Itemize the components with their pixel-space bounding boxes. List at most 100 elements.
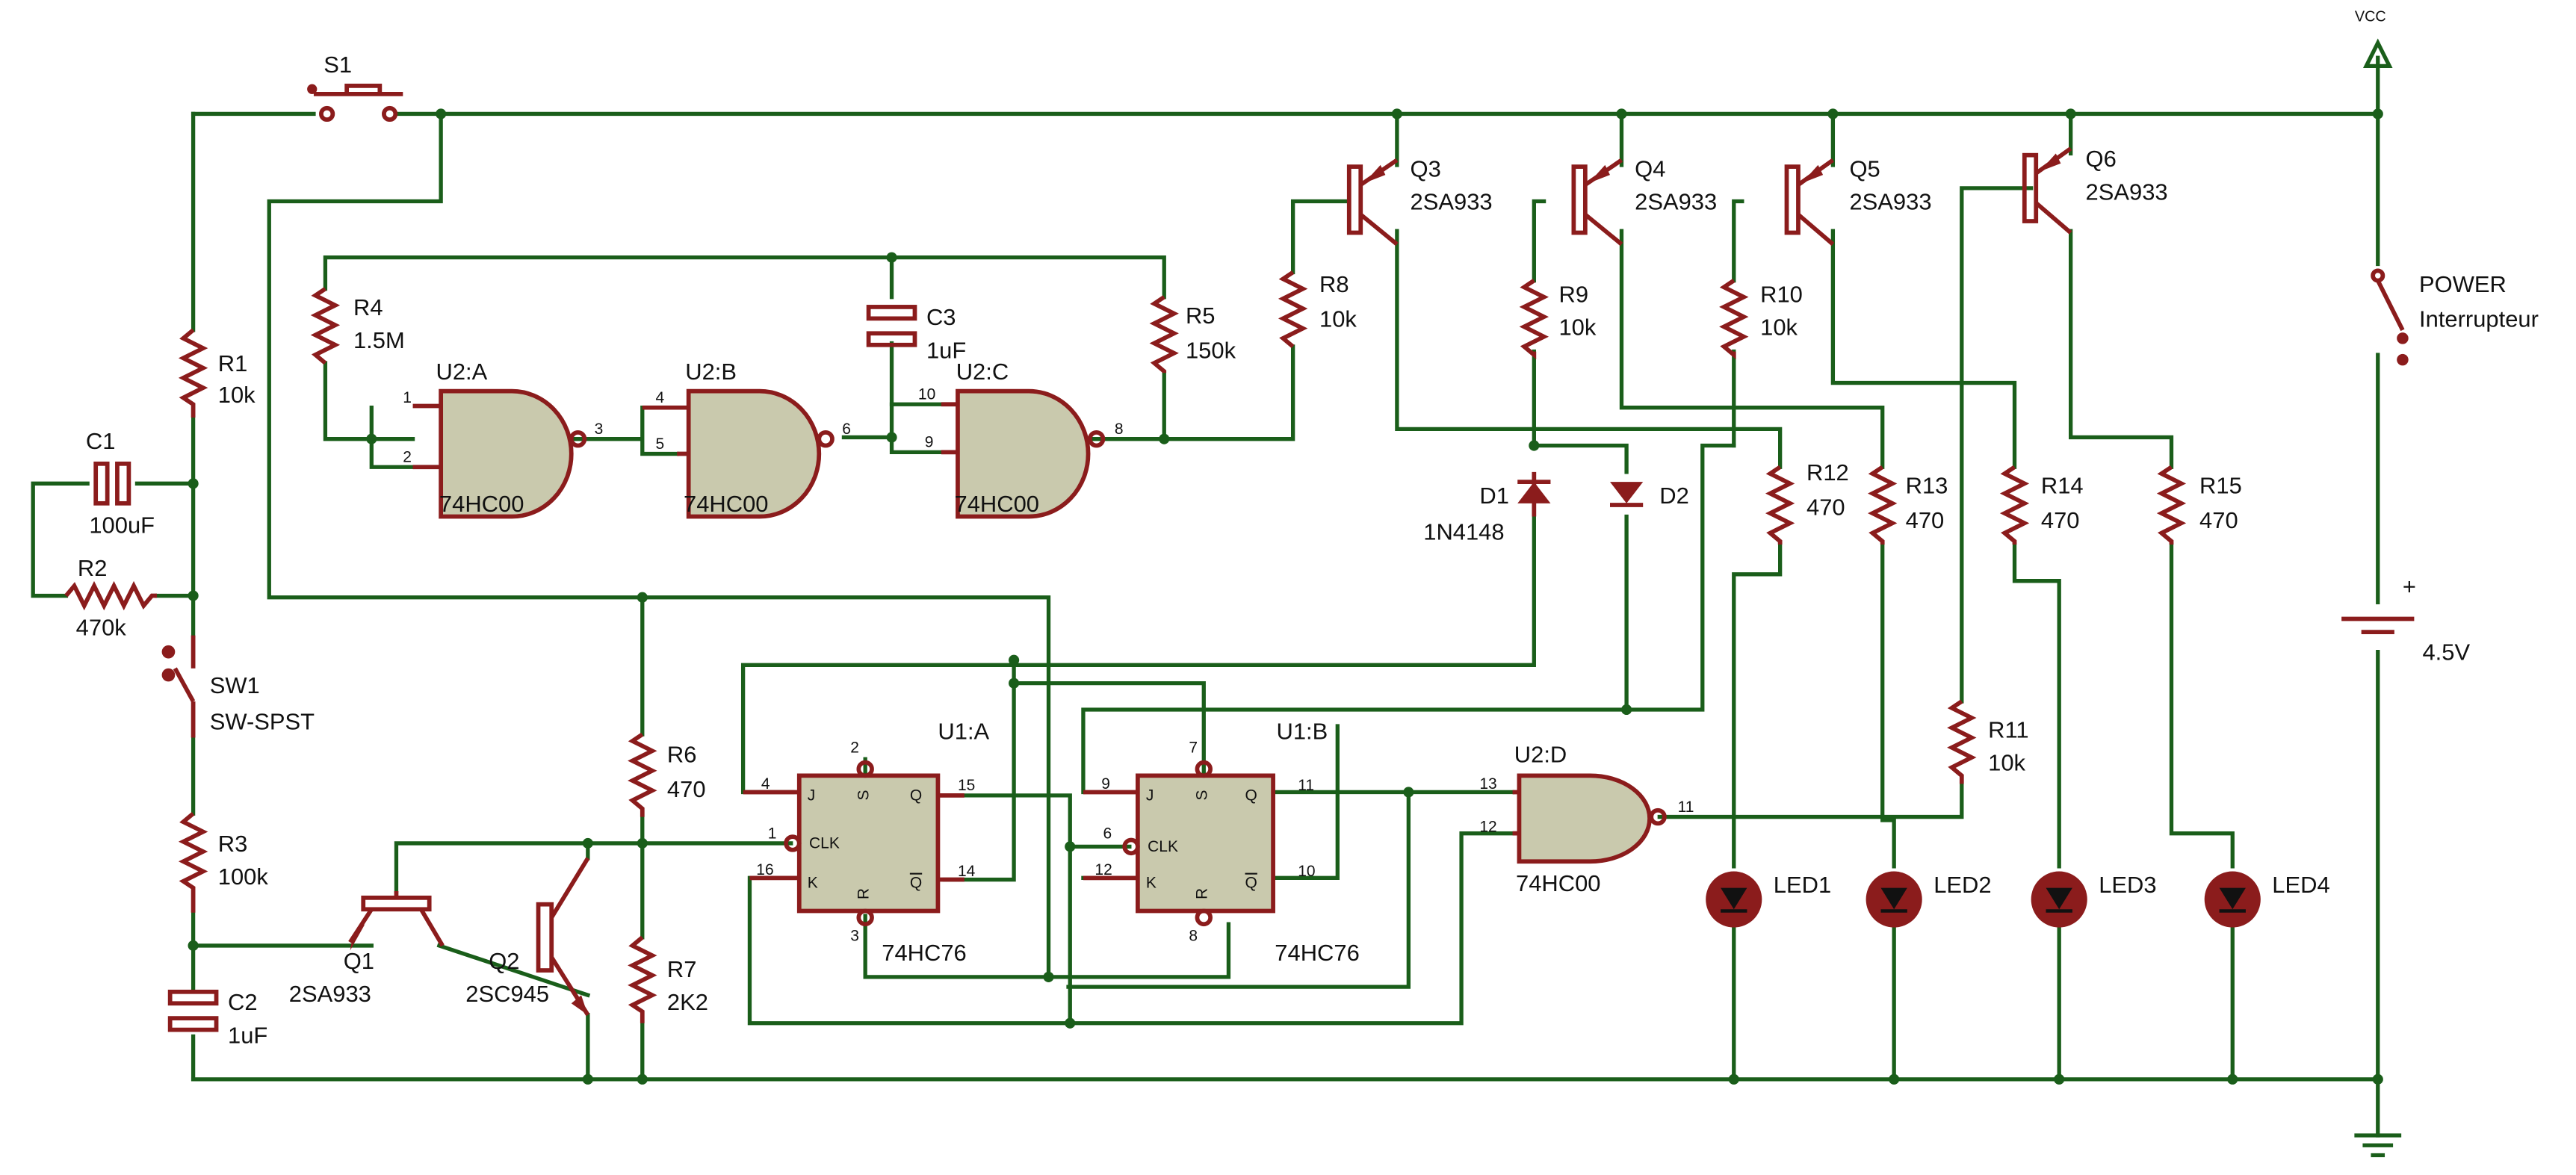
u2d-pin11: 11: [1678, 799, 1694, 816]
r14-ref: R14: [2041, 473, 2084, 499]
q6-ref: Q6: [2086, 146, 2117, 172]
q4-ref: Q4: [1635, 155, 1665, 182]
u2d-ref: U2:D: [1514, 742, 1567, 768]
u1b-s-label: S: [1194, 790, 1211, 800]
r7-ref: R7: [667, 956, 697, 982]
s1-label: S1: [323, 52, 352, 78]
c2-capacitor: C2 1uF: [167, 989, 267, 1048]
r12-ref: R12: [1806, 459, 1849, 486]
u2b-pin5: 5: [655, 435, 664, 453]
c2-ref: C2: [228, 989, 258, 1015]
battery: + 4.5V: [2341, 573, 2470, 666]
u2d-pin12: 12: [1479, 818, 1496, 835]
q1-value: 2SA933: [289, 981, 371, 1007]
c1-value: 100uF: [89, 512, 155, 539]
u2d-pin13: 13: [1479, 775, 1496, 793]
led1: LED1: [1706, 871, 1831, 928]
r8-resistor: R8 10k: [1278, 270, 1357, 349]
r6-ref: R6: [667, 742, 697, 768]
c1-capacitor: C1 100uF: [86, 428, 155, 539]
vcc-label: VCC: [2355, 9, 2386, 25]
q5-value: 2SA933: [1849, 189, 1931, 215]
r7-value: 2K2: [667, 989, 708, 1015]
u1a-pin-k: 16: [756, 861, 773, 878]
u1b-pin-k: 12: [1095, 861, 1112, 878]
u2c-pin9: 9: [925, 434, 934, 451]
r2-value: 470k: [76, 615, 127, 641]
u2d-value: 74HC00: [1516, 870, 1600, 896]
u1a-ref: U1:A: [938, 719, 989, 745]
q4-value: 2SA933: [1635, 189, 1717, 215]
u1a-pin-qb: 14: [958, 863, 976, 880]
q3-ref: Q3: [1411, 155, 1441, 182]
q6-transistor: Q6 2SA933: [2022, 146, 2168, 235]
led2: LED2: [1866, 871, 1992, 928]
led4-ref: LED4: [2272, 872, 2329, 898]
u1a-r-label: R: [855, 888, 873, 899]
u1a-k-label: K: [808, 875, 818, 892]
r3-ref: R3: [218, 831, 248, 857]
power-value: Interrupteur: [2419, 306, 2539, 332]
u1a-value: 74HC76: [882, 940, 966, 966]
u2a-value: 74HC00: [439, 491, 524, 517]
u2a-ref: U2:A: [436, 359, 488, 385]
u2c-pin10: 10: [918, 386, 935, 403]
u2b-nand-gate: 4 5 6 U2:B 74HC00: [642, 359, 851, 519]
sw1-value: SW-SPST: [210, 709, 315, 735]
q5-transistor: Q5 2SA933: [1784, 155, 1932, 247]
r2-resistor: R2 470k: [64, 555, 157, 641]
s1-pushbutton: S1: [307, 52, 403, 123]
u1b-r-label: R: [1194, 888, 1211, 899]
u1b-q-label: Q: [1245, 787, 1257, 804]
r11-value: 10k: [1988, 750, 2025, 776]
led3-ref: LED3: [2099, 872, 2156, 898]
r4-resistor: R4 1.5M: [310, 287, 405, 365]
c3-capacitor: C3 1uF: [866, 304, 966, 363]
r14-resistor: R14 470: [1999, 465, 2084, 545]
r2-ref: R2: [78, 555, 108, 581]
ground-symbol: [2354, 1133, 2402, 1158]
u2c-pin8: 8: [1115, 421, 1124, 438]
d1-ref: D1: [1479, 483, 1509, 509]
r12-value: 470: [1806, 494, 1845, 520]
d2-ref: D2: [1659, 483, 1689, 509]
r13-value: 470: [1906, 507, 1945, 533]
sw1-switch: SW1 SW-SPST: [161, 635, 315, 738]
u2a-pin1: 1: [403, 389, 412, 406]
r11-resistor: R11 10k: [1947, 699, 2029, 784]
r11-ref: R11: [1988, 717, 2028, 743]
r10-ref: R10: [1760, 281, 1803, 307]
r6-resistor: R6 470: [628, 732, 706, 817]
r4-ref: R4: [353, 294, 383, 320]
u1a-pin-j: 4: [761, 775, 770, 793]
u2b-pin4: 4: [655, 389, 664, 406]
r15-ref: R15: [2199, 473, 2242, 499]
q4-transistor: Q4 2SA933: [1571, 155, 1717, 247]
u1a-pin-clk: 1: [768, 825, 777, 842]
u1a-clk-label: CLK: [809, 835, 840, 852]
power-switch: POWER Interrupteur: [2371, 268, 2539, 366]
u2b-ref: U2:B: [685, 359, 737, 385]
q3-value: 2SA933: [1411, 189, 1493, 215]
u1a-q-label: Q: [910, 787, 922, 804]
led3: LED3: [2031, 871, 2157, 928]
battery-polarity: +: [2403, 573, 2416, 599]
r4-value: 1.5M: [353, 327, 405, 353]
vcc-terminal: VCC: [2355, 9, 2393, 69]
q3-transistor: Q3 2SA933: [1346, 155, 1493, 247]
u2b-pin6: 6: [842, 421, 851, 438]
r3-value: 100k: [218, 864, 269, 890]
q2-ref: Q2: [489, 948, 519, 974]
d1-diode: D1 1N4148: [1423, 471, 1551, 545]
q2-value: 2SC945: [465, 981, 549, 1007]
u2c-value: 74HC00: [955, 491, 1039, 517]
u1a-jk-flipflop: J CLK K S R Q Q 4 1 16 2 3 15 14 U1:A 74…: [743, 719, 990, 966]
led1-ref: LED1: [1774, 872, 1831, 898]
q5-ref: Q5: [1849, 155, 1880, 182]
c1-ref: C1: [86, 428, 116, 454]
u1b-ref: U1:B: [1277, 719, 1328, 745]
r13-resistor: R13 470: [1868, 465, 1948, 545]
u1a-pin-s: 2: [850, 739, 859, 756]
u2c-ref: U2:C: [956, 359, 1009, 385]
